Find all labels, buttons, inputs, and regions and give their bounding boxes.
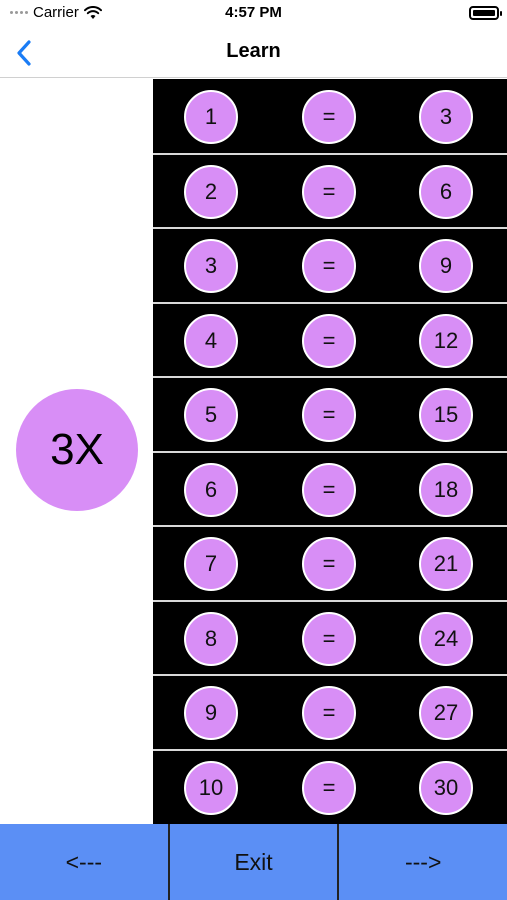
product-circle: 30: [419, 760, 473, 815]
multiplicand-circle: 9: [184, 686, 238, 740]
equals-circle: =: [302, 611, 356, 666]
equals-circle: =: [302, 462, 356, 517]
row-divider: [153, 674, 507, 676]
product-circle: 3: [419, 90, 473, 144]
multiplicand-circle: 4: [184, 313, 238, 368]
status-left: Carrier: [10, 4, 102, 21]
equals-circle: =: [302, 164, 356, 219]
row-divider: [153, 450, 507, 453]
table-row: 10 = 30: [153, 750, 507, 823]
multiplicand-circle: 10: [184, 760, 238, 815]
table-row: 5 = 15: [153, 377, 507, 450]
equals-circle: =: [302, 313, 356, 368]
chevron-left-icon: [17, 40, 31, 66]
exit-button[interactable]: Exit: [169, 824, 340, 900]
equals-circle: =: [302, 760, 356, 815]
table-row: 9 = 27: [153, 675, 507, 748]
next-button[interactable]: --->: [339, 824, 507, 900]
product-circle: 18: [419, 462, 473, 517]
multiplier-badge: 3X: [16, 389, 138, 511]
multiplication-table: 1 = 3 2 = 6 3 = 9 4 = 12 5 = 15 6 = 18 7 = 21 8 = 24 9 = 27 10 = 30: [153, 79, 507, 824]
status-bar: Carrier 4:57 PM: [0, 0, 507, 28]
table-row: 3 = 9: [153, 228, 507, 301]
product-circle: 6: [419, 164, 473, 219]
multiplicand-circle: 3: [184, 239, 238, 293]
multiplicand-circle: 8: [184, 611, 238, 666]
product-circle: 24: [419, 611, 473, 666]
left-panel: 3X: [0, 79, 153, 824]
table-row: 1 = 3: [153, 79, 507, 152]
table-row: 8 = 24: [153, 601, 507, 674]
multiplicand-circle: 7: [184, 537, 238, 591]
back-button[interactable]: [6, 34, 42, 72]
table-row: 2 = 6: [153, 154, 507, 227]
row-divider: [153, 227, 507, 229]
multiplicand-circle: 5: [184, 388, 238, 442]
row-divider: [153, 376, 507, 378]
table-row: 7 = 21: [153, 526, 507, 599]
product-circle: 21: [419, 537, 473, 591]
product-circle: 12: [419, 313, 473, 368]
product-circle: 15: [419, 388, 473, 442]
row-divider: [153, 599, 507, 602]
multiplicand-circle: 6: [184, 462, 238, 517]
equals-circle: =: [302, 537, 356, 591]
bottom-toolbar: <--- Exit --->: [0, 824, 507, 900]
table-row: 6 = 18: [153, 452, 507, 525]
carrier-label: Carrier: [33, 4, 79, 21]
row-divider: [153, 525, 507, 527]
product-circle: 27: [419, 686, 473, 740]
row-divider: [153, 301, 507, 304]
equals-circle: =: [302, 388, 356, 442]
equals-circle: =: [302, 239, 356, 293]
page-title: Learn: [226, 40, 281, 62]
equals-circle: =: [302, 90, 356, 144]
equals-circle: =: [302, 686, 356, 740]
product-circle: 9: [419, 239, 473, 293]
signal-icon: [10, 11, 28, 14]
multiplicand-circle: 2: [184, 164, 238, 219]
wifi-icon: [83, 5, 102, 19]
multiplicand-circle: 1: [184, 90, 238, 144]
previous-button[interactable]: <---: [0, 824, 170, 900]
battery-icon: [469, 6, 502, 20]
navigation-bar: Learn: [0, 28, 507, 78]
table-row: 4 = 12: [153, 303, 507, 376]
row-divider: [153, 748, 507, 751]
row-divider: [153, 152, 507, 155]
status-time: 4:57 PM: [225, 4, 282, 21]
